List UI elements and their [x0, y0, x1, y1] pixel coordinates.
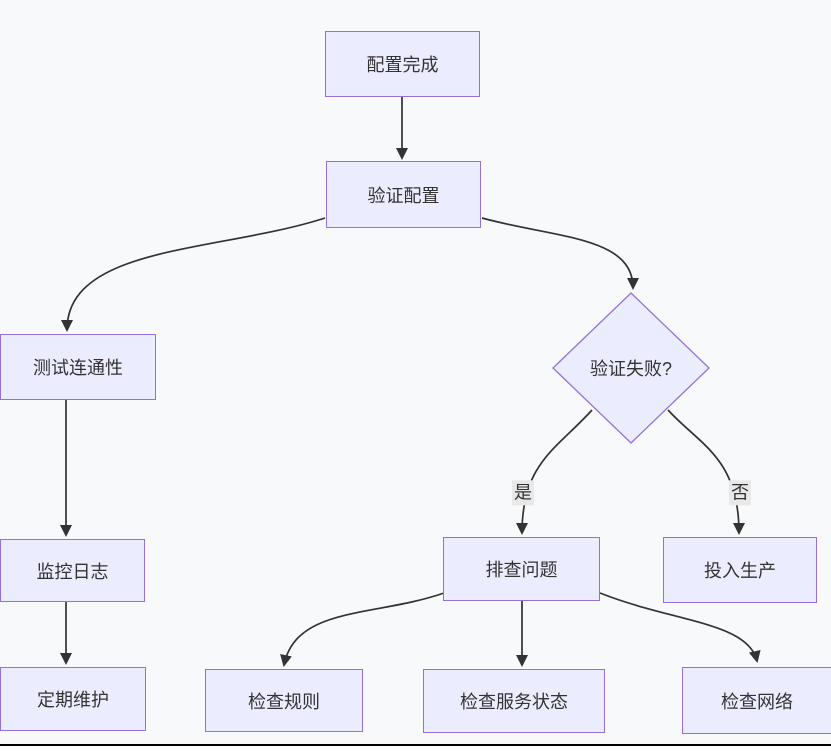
edge-label-yes: 是	[512, 480, 534, 506]
node-production-label: 投入生产	[704, 561, 776, 581]
node-check-rules: 检查规则	[205, 669, 363, 732]
node-verify-failed: 验证失败?	[561, 354, 701, 382]
node-troubleshoot-label: 排查问题	[485, 560, 558, 580]
edge-verify-config-to-test-connectivity	[61, 217, 326, 332]
node-verify-config-label: 验证配置	[367, 185, 440, 206]
edge-verify-failed-to-troubleshoot	[516, 409, 593, 535]
node-config-done-label: 配置完成	[366, 55, 439, 75]
node-check-service-status-label: 检查服务状态	[460, 692, 568, 712]
edge-verify-failed-to-production	[667, 409, 745, 535]
node-monitor-logs-label: 监控日志	[36, 561, 109, 582]
node-verify-config: 验证配置	[326, 161, 481, 228]
node-config-done: 配置完成	[325, 31, 480, 97]
edge-label-no: 否	[729, 480, 751, 506]
node-test-connectivity: 测试连通性	[0, 334, 156, 400]
node-troubleshoot: 排查问题	[443, 537, 600, 601]
node-test-connectivity-label: 测试连通性	[33, 358, 123, 378]
edge-verify-config-to-verify-failed	[481, 217, 639, 290]
node-check-network-label: 检查网络	[721, 691, 793, 712]
node-check-rules-label: 检查规则	[248, 691, 320, 712]
edge-troubleshoot-to-check-rules	[280, 592, 445, 667]
node-verify-failed-label: 验证失败?	[589, 359, 672, 379]
node-maintenance-label: 定期维护	[37, 690, 109, 710]
node-check-service-status: 检查服务状态	[423, 669, 605, 733]
edge-troubleshoot-to-check-network	[599, 592, 761, 663]
node-check-network: 检查网络	[682, 667, 831, 734]
bottom-rule	[0, 744, 831, 746]
node-maintenance: 定期维护	[0, 667, 146, 731]
node-production: 投入生产	[663, 537, 817, 603]
verify-failed-diamond-shape	[552, 292, 710, 444]
node-monitor-logs: 监控日志	[0, 539, 145, 602]
